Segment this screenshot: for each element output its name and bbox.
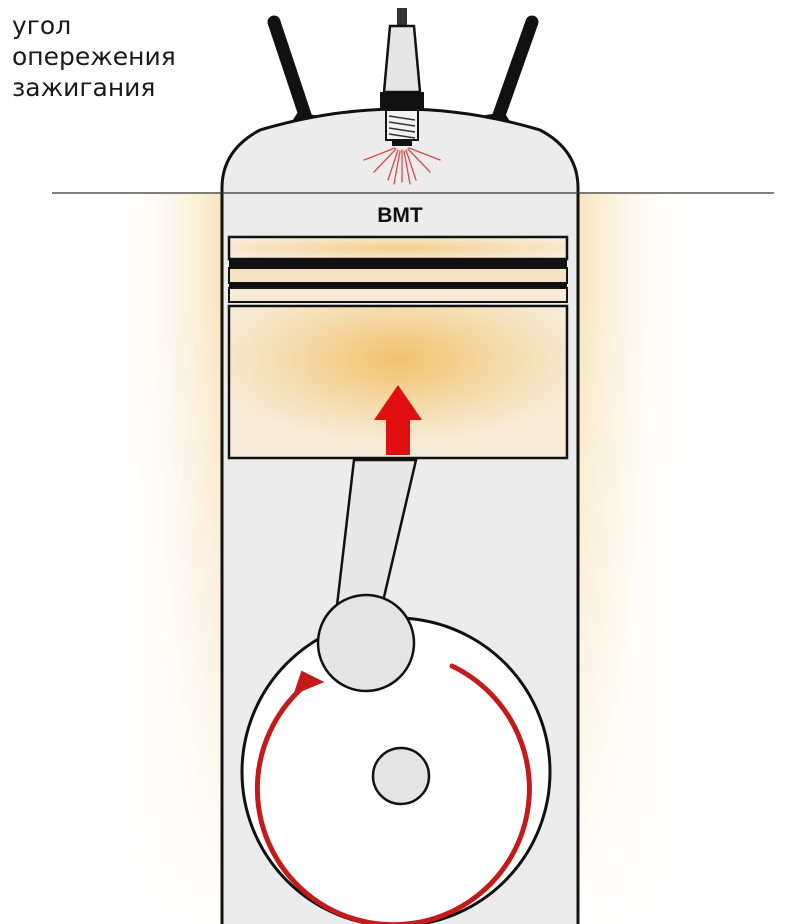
piston-rings xyxy=(228,259,568,303)
caption-line-2: опережения xyxy=(12,42,176,71)
caption-line-3: зажигания xyxy=(12,73,156,102)
tdc-label: ВМТ xyxy=(377,204,423,227)
piston-crown xyxy=(227,235,569,261)
piston-motion-arrow xyxy=(374,385,422,455)
crank-pin xyxy=(316,593,416,693)
spark xyxy=(363,147,441,185)
caption-line-1: угол xyxy=(12,11,72,40)
spark-plug xyxy=(380,8,424,146)
crank-rotation-arrow xyxy=(254,663,532,924)
piston xyxy=(227,235,569,460)
ignition-advance-caption: угол опережения зажигания xyxy=(12,10,176,103)
main-bearing xyxy=(371,746,431,806)
